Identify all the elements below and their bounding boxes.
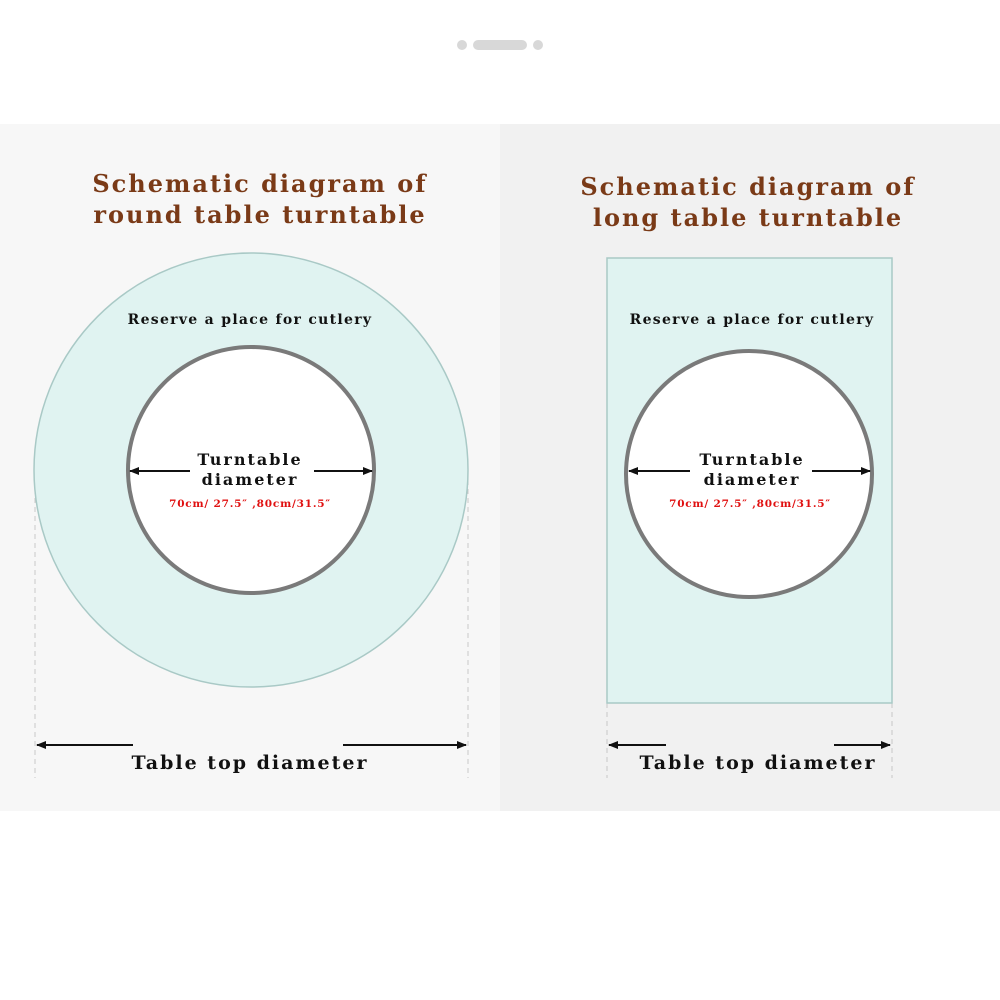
title-line: Schematic diagram of bbox=[580, 172, 916, 201]
long-diagram-title: Schematic diagram of long table turntabl… bbox=[548, 171, 948, 233]
round-diagram-title: Schematic diagram of round table turntab… bbox=[60, 168, 460, 230]
table-top-diameter-label: Table top diameter bbox=[639, 752, 877, 774]
title-line: Schematic diagram of bbox=[92, 169, 428, 198]
round-table-diagram bbox=[33, 252, 469, 778]
long-turntable bbox=[624, 349, 874, 599]
turntable-diameter-values: 70cm/ 27.5″ ,80cm/31.5″ bbox=[669, 498, 831, 510]
pagination-dot[interactable] bbox=[457, 40, 467, 50]
label-line: Turntable bbox=[197, 450, 303, 469]
cutlery-label: Reserve a place for cutlery bbox=[629, 312, 875, 328]
label-line: diameter bbox=[703, 470, 801, 489]
label-line: diameter bbox=[201, 470, 299, 489]
table-top-diameter-label: Table top diameter bbox=[131, 752, 369, 774]
turntable-diameter-values: 70cm/ 27.5″ ,80cm/31.5″ bbox=[169, 498, 331, 510]
round-turntable bbox=[126, 345, 376, 595]
label-line: Turntable bbox=[699, 450, 805, 469]
pagination-dot[interactable] bbox=[533, 40, 543, 50]
turntable-diameter-label: Turntable diameter bbox=[170, 450, 330, 490]
long-table-diagram bbox=[606, 257, 893, 778]
cutlery-label: Reserve a place for cutlery bbox=[127, 312, 373, 328]
title-line: long table turntable bbox=[592, 203, 904, 232]
pagination-dot-active[interactable] bbox=[473, 40, 527, 50]
turntable-diameter-label: Turntable diameter bbox=[672, 450, 832, 490]
title-line: round table turntable bbox=[93, 200, 427, 229]
pagination-dots[interactable] bbox=[457, 40, 543, 50]
